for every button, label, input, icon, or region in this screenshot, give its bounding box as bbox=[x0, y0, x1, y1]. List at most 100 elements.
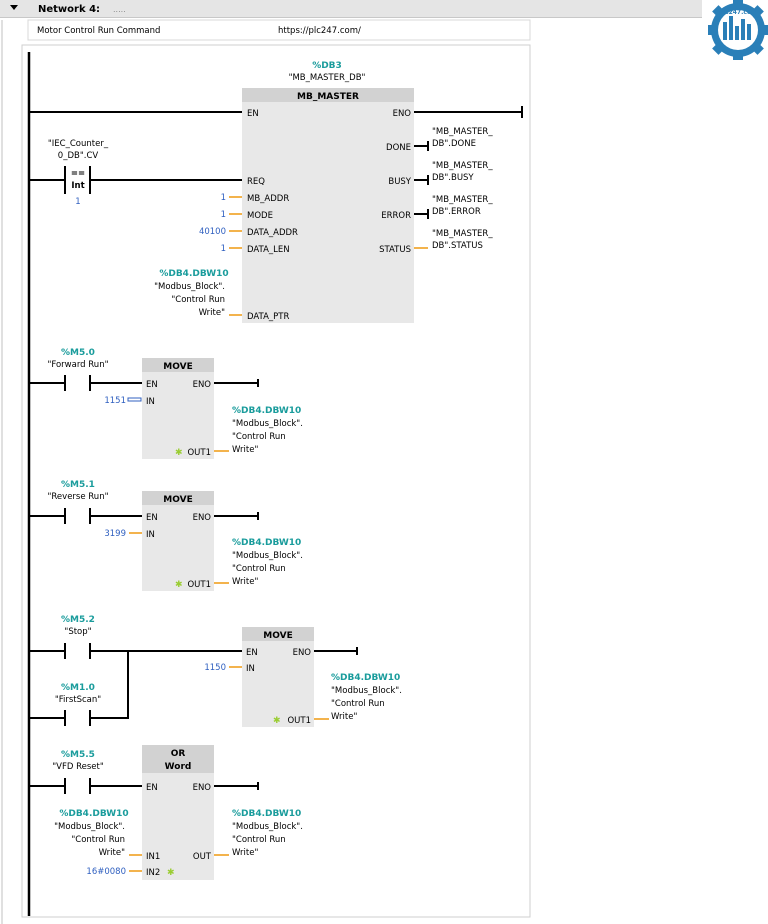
rung4-in2-value[interactable]: 16#0080 bbox=[86, 867, 126, 877]
data-ptr-line3[interactable]: Write" bbox=[199, 308, 225, 318]
rung4-block-type: Word bbox=[165, 762, 192, 772]
rung4-in1-line1[interactable]: "Modbus_Block". bbox=[54, 822, 125, 832]
compare-operand-line2: 0_DB".CV bbox=[58, 151, 99, 161]
rung2-block-title: MOVE bbox=[163, 495, 192, 505]
rung1-move-block[interactable] bbox=[142, 358, 214, 459]
compare-type: Int bbox=[71, 181, 84, 191]
mb-addr-value[interactable]: 1 bbox=[221, 193, 226, 203]
data-ptr-line1[interactable]: "Modbus_Block". bbox=[154, 282, 225, 292]
logo-text: plc247.com bbox=[719, 9, 758, 16]
rung2-move-block[interactable] bbox=[142, 491, 214, 591]
pin-req: REQ bbox=[247, 177, 265, 187]
pin-mb-addr: MB_ADDR bbox=[247, 194, 289, 204]
mb-master-block[interactable] bbox=[242, 88, 414, 323]
network-url: https://plc247.com/ bbox=[278, 26, 361, 36]
compare-value[interactable]: 1 bbox=[75, 197, 80, 207]
rung4-out-line1[interactable]: "Modbus_Block". bbox=[232, 822, 303, 832]
rung1-move-header bbox=[142, 358, 214, 372]
rung2-move-header bbox=[142, 491, 214, 505]
error-operand-line1[interactable]: "MB_MASTER_ bbox=[432, 195, 493, 205]
rung1-contact-name: "Forward Run" bbox=[47, 360, 108, 370]
rung2-contact-name: "Reverse Run" bbox=[48, 492, 109, 502]
data-addr-value[interactable]: 40100 bbox=[199, 227, 226, 237]
rung3-pin-eno: ENO bbox=[293, 648, 312, 658]
rung1-out-line1[interactable]: "Modbus_Block". bbox=[232, 419, 303, 429]
compare-operand-line1: "IEC_Counter_ bbox=[48, 139, 109, 149]
pin-en: EN bbox=[247, 109, 259, 119]
rung4-in1-address: %DB4.DBW10 bbox=[59, 809, 128, 819]
busy-operand-line1[interactable]: "MB_MASTER_ bbox=[432, 161, 493, 171]
pin-data-addr: DATA_ADDR bbox=[247, 228, 298, 238]
data-ptr-address: %DB4.DBW10 bbox=[159, 269, 228, 279]
network-comment-field[interactable] bbox=[27, 19, 531, 41]
rung3-block-title: MOVE bbox=[263, 631, 292, 641]
pin-status: STATUS bbox=[379, 245, 411, 255]
rung4-out-line3[interactable]: Write" bbox=[232, 848, 258, 858]
rung4-in1-line3[interactable]: Write" bbox=[99, 848, 125, 858]
rung2-pin-en: EN bbox=[146, 513, 158, 523]
rung3-pin-en: EN bbox=[246, 648, 258, 658]
mb-master-title: MB_MASTER bbox=[297, 92, 359, 102]
rung2-out-address: %DB4.DBW10 bbox=[232, 538, 301, 548]
rung1-pin-en: EN bbox=[146, 380, 158, 390]
rung2-in-value[interactable]: 3199 bbox=[104, 529, 126, 539]
mode-value[interactable]: 1 bbox=[221, 210, 226, 220]
plc247-logo: plc247.com bbox=[708, 0, 768, 60]
rung4-contact-address: %M5.5 bbox=[61, 750, 95, 760]
rung1-out-line3[interactable]: Write" bbox=[232, 445, 258, 455]
network-title-placeholder[interactable]: ..... bbox=[113, 5, 126, 14]
rung2-pin-out: OUT1 bbox=[187, 580, 211, 590]
network-frame bbox=[21, 44, 531, 918]
rung3-contact-address: %M5.2 bbox=[61, 615, 95, 625]
rung3-pin-out: OUT1 bbox=[287, 716, 311, 726]
rung3-move-header bbox=[242, 627, 314, 641]
rung3-out-star-icon: ✱ bbox=[273, 716, 281, 726]
rung2-out-line1[interactable]: "Modbus_Block". bbox=[232, 551, 303, 561]
rung1-in-value[interactable]: 1151 bbox=[104, 396, 126, 406]
rung4-or-header bbox=[142, 745, 214, 773]
rung3-in-value[interactable]: 1150 bbox=[204, 663, 226, 673]
rung2-pin-eno: ENO bbox=[193, 513, 212, 523]
mb-master-header bbox=[242, 88, 414, 102]
done-operand-line2[interactable]: DB".DONE bbox=[432, 139, 476, 149]
rung3-out-line3[interactable]: Write" bbox=[331, 712, 357, 722]
mb-master-db-address: %DB3 bbox=[312, 61, 342, 71]
rung1-in-connector bbox=[127, 397, 142, 402]
rung3-out-line1[interactable]: "Modbus_Block". bbox=[331, 686, 402, 696]
rung4-pin-in1: IN1 bbox=[146, 852, 160, 862]
status-operand-line1[interactable]: "MB_MASTER_ bbox=[432, 229, 493, 239]
rung1-pin-out: OUT1 bbox=[187, 448, 211, 458]
pin-eno: ENO bbox=[393, 109, 412, 119]
compare-operator: == bbox=[71, 169, 85, 179]
rung2-out-star-icon: ✱ bbox=[175, 580, 183, 590]
rung4-in2-star-icon: ✱ bbox=[167, 868, 175, 878]
rung3-contact2-name: "FirstScan" bbox=[55, 695, 101, 705]
pin-data-ptr: DATA_PTR bbox=[247, 312, 289, 322]
network-comment: Motor Control Run Command bbox=[37, 26, 160, 36]
error-operand-line2[interactable]: DB".ERROR bbox=[432, 207, 481, 217]
rung4-out-line2[interactable]: "Control Run bbox=[232, 835, 286, 845]
rung1-pin-in: IN bbox=[146, 397, 155, 407]
rung2-out-line3[interactable]: Write" bbox=[232, 577, 258, 587]
network-title: Network 4: bbox=[38, 4, 100, 15]
network-header[interactable] bbox=[0, 0, 702, 18]
rung4-in1-line2[interactable]: "Control Run bbox=[71, 835, 125, 845]
rung1-out-line2[interactable]: "Control Run bbox=[232, 432, 286, 442]
rung2-out-line2[interactable]: "Control Run bbox=[232, 564, 286, 574]
pin-mode: MODE bbox=[247, 211, 273, 221]
data-len-value[interactable]: 1 bbox=[221, 244, 226, 254]
rung3-move-block[interactable] bbox=[242, 627, 314, 727]
pin-data-len: DATA_LEN bbox=[247, 245, 290, 255]
done-operand-line1[interactable]: "MB_MASTER_ bbox=[432, 127, 493, 137]
rung3-out-line2[interactable]: "Control Run bbox=[331, 699, 385, 709]
collapse-arrow-icon[interactable] bbox=[10, 5, 18, 10]
rung4-pin-out: OUT bbox=[193, 852, 212, 862]
busy-operand-line2[interactable]: DB".BUSY bbox=[432, 173, 474, 183]
data-ptr-line2[interactable]: "Control Run bbox=[171, 295, 225, 305]
rung2-contact-address: %M5.1 bbox=[61, 480, 95, 490]
pin-busy: BUSY bbox=[388, 177, 411, 187]
rung1-block-title: MOVE bbox=[163, 362, 192, 372]
rung3-out-address: %DB4.DBW10 bbox=[331, 673, 400, 683]
status-operand-line2[interactable]: DB".STATUS bbox=[432, 241, 483, 251]
rung4-contact-name: "VFD Reset" bbox=[52, 762, 104, 772]
